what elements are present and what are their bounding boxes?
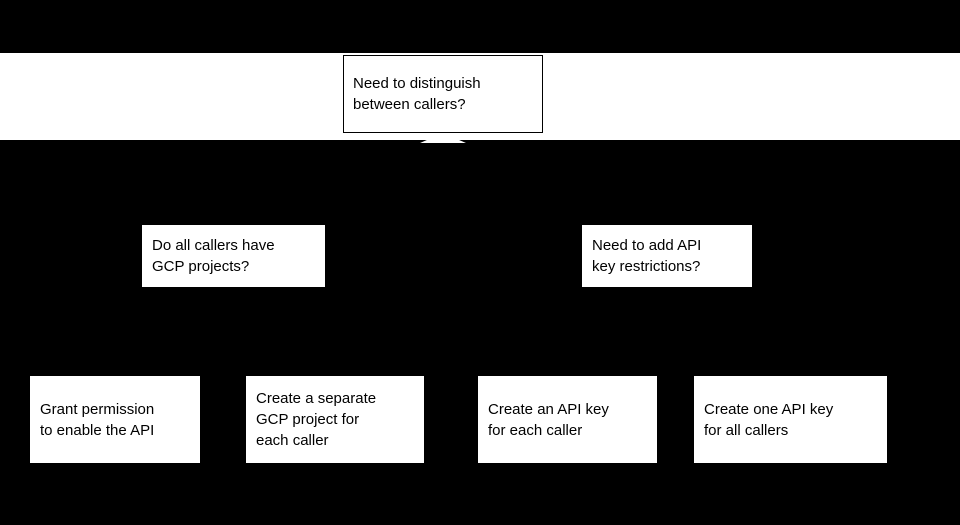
node-root-distinguish-callers[interactable]: Need to distinguish between callers? [343, 55, 543, 133]
node-action-label-3: Create an API key for each caller [488, 400, 609, 439]
root-outgoing-arrowhead-icon [420, 133, 466, 143]
node-action-label-1: Grant permission to enable the API [40, 400, 155, 439]
node-action-label-4: Create one API key for all callers [704, 400, 834, 439]
node-action-create-separate-gcp-project[interactable]: Create a separate GCP project for each c… [246, 376, 424, 463]
node-decision-label-2: Need to add API key restrictions? [592, 237, 702, 275]
node-decision-need-api-key-restrictions[interactable]: Need to add API key restrictions? [582, 225, 752, 287]
node-action-create-one-api-key[interactable]: Create one API key for all callers [694, 376, 887, 463]
node-action-label-2: Create a separate GCP project for each c… [256, 390, 377, 449]
node-root-label: Need to distinguish between callers? [353, 75, 481, 113]
node-decision-label-1: Do all callers have GCP projects? [152, 237, 275, 275]
node-decision-all-callers-have-gcp-projects[interactable]: Do all callers have GCP projects? [142, 225, 325, 287]
node-action-grant-permission[interactable]: Grant permission to enable the API [30, 376, 200, 463]
node-action-create-api-key-per-caller[interactable]: Create an API key for each caller [478, 376, 657, 463]
